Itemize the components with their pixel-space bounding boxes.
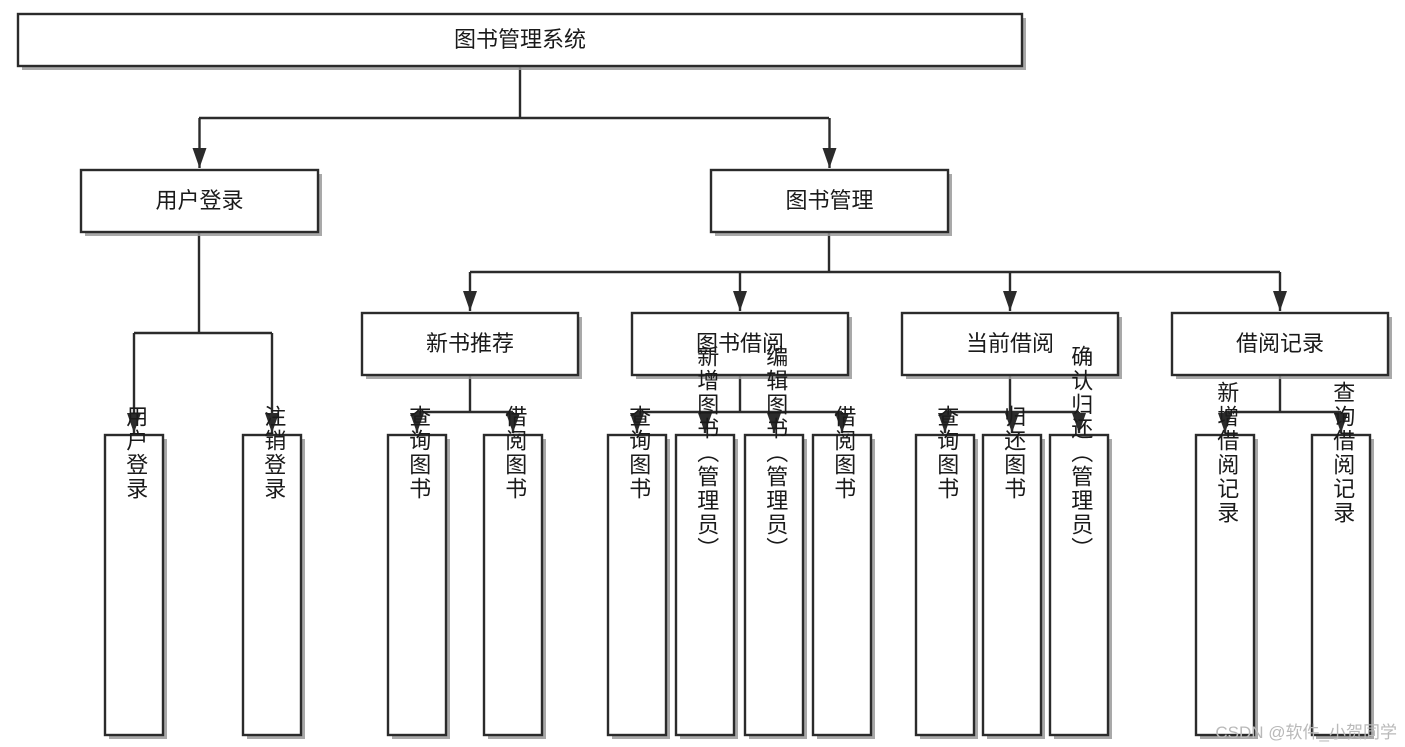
arrow-to-l3-borrow-record — [1273, 291, 1287, 311]
node-leaf-bb-edit-book[interactable]: 编辑图书（管理员） — [743, 345, 807, 739]
arrow-to-leaf-bb-edit-book — [767, 413, 781, 433]
node-leaf-br-add-record[interactable]: 新增借阅记录 — [1194, 381, 1258, 739]
node-label: 借阅图书 — [502, 405, 527, 501]
node-box[interactable] — [360, 311, 580, 377]
node-label: 用户登录 — [123, 405, 148, 501]
node-leaf-br-query-record[interactable]: 查询借阅记录 — [1310, 381, 1374, 739]
arrow-to-leaf-cb-confirm-return — [1072, 413, 1086, 433]
node-box[interactable] — [241, 433, 303, 737]
arrow-to-leaf-br-add-record — [1218, 413, 1232, 433]
node-box[interactable] — [1170, 311, 1390, 377]
node-label: 借阅图书 — [831, 405, 856, 501]
arrow-to-leaf-user-login — [127, 413, 141, 433]
node-box[interactable] — [103, 433, 165, 737]
node-leaf-bb-borrow-book[interactable]: 借阅图书 — [811, 405, 875, 739]
node-box[interactable] — [709, 168, 950, 234]
node-box[interactable] — [1048, 433, 1110, 737]
node-label: 用户登录 — [155, 188, 243, 213]
node-label: 查询图书 — [626, 405, 651, 501]
node-label: 新增图书（管理员） — [694, 345, 719, 561]
node-box[interactable] — [900, 311, 1120, 377]
node-leaf-cb-confirm-return[interactable]: 确认归还（管理员） — [1048, 345, 1112, 739]
node-label: 新书推荐 — [426, 331, 514, 356]
nodes-layer: 图书管理系统用户登录图书管理新书推荐图书借阅当前借阅借阅记录用户登录注销登录查询… — [16, 12, 1392, 739]
node-label: 编辑图书（管理员） — [763, 345, 788, 561]
node-root[interactable]: 图书管理系统 — [16, 12, 1026, 70]
node-leaf-bb-query-book[interactable]: 查询图书 — [606, 405, 670, 739]
arrow-to-leaf-br-query-record — [1334, 413, 1348, 433]
arrow-to-leaf-bb-borrow-book — [835, 413, 849, 433]
node-leaf-user-login[interactable]: 用户登录 — [103, 405, 167, 739]
arrow-to-leaf-rec-query-book — [410, 413, 424, 433]
node-leaf-bb-add-book[interactable]: 新增图书（管理员） — [674, 345, 738, 739]
node-box[interactable] — [482, 433, 544, 737]
node-l2-book-mgmt[interactable]: 图书管理 — [709, 168, 952, 236]
node-label: 图书借阅 — [696, 331, 784, 356]
node-box[interactable] — [914, 433, 976, 737]
edges-layer — [127, 66, 1348, 433]
node-box[interactable] — [1194, 433, 1256, 737]
arrow-to-l2-user-login — [192, 148, 207, 168]
node-box[interactable] — [674, 433, 736, 737]
node-label: 借阅记录 — [1236, 331, 1324, 356]
arrow-to-leaf-rec-borrow-book — [506, 413, 520, 433]
node-label: 图书管理 — [785, 188, 873, 213]
node-box[interactable] — [630, 311, 850, 377]
node-box[interactable] — [386, 433, 448, 737]
node-leaf-cb-return-book[interactable]: 归还图书 — [981, 405, 1045, 739]
node-label: 确认归还（管理员） — [1068, 345, 1093, 561]
node-l3-book-borrow[interactable]: 图书借阅 — [630, 311, 852, 379]
node-label: 当前借阅 — [966, 331, 1054, 356]
node-label: 归还图书 — [1001, 405, 1026, 501]
node-label: 注销登录 — [261, 405, 286, 501]
node-l3-current-borrow[interactable]: 当前借阅 — [900, 311, 1122, 379]
node-box[interactable] — [743, 433, 805, 737]
node-label: 图书管理系统 — [454, 27, 586, 52]
arrow-to-leaf-logout — [265, 413, 279, 433]
arrow-to-leaf-bb-add-book — [698, 413, 712, 433]
node-label: 新增借阅记录 — [1214, 381, 1239, 525]
node-box[interactable] — [606, 433, 668, 737]
node-box[interactable] — [16, 12, 1024, 68]
node-box[interactable] — [1310, 433, 1372, 737]
node-label: 查询图书 — [406, 405, 431, 501]
node-box[interactable] — [79, 168, 320, 234]
arrow-to-l3-current-borrow — [1003, 291, 1017, 311]
arrow-to-leaf-cb-return-book — [1005, 413, 1019, 433]
arrow-to-l3-new-book-rec — [463, 291, 477, 311]
node-l3-new-book-rec[interactable]: 新书推荐 — [360, 311, 582, 379]
node-box[interactable] — [981, 433, 1043, 737]
node-l2-user-login[interactable]: 用户登录 — [79, 168, 322, 236]
node-box[interactable] — [811, 433, 873, 737]
node-leaf-rec-borrow-book[interactable]: 借阅图书 — [482, 405, 546, 739]
node-leaf-rec-query-book[interactable]: 查询图书 — [386, 405, 450, 739]
node-label: 查询图书 — [934, 405, 959, 501]
arrow-to-l2-book-mgmt — [822, 148, 837, 168]
arrow-to-leaf-cb-query-book — [938, 413, 952, 433]
node-leaf-cb-query-book[interactable]: 查询图书 — [914, 405, 978, 739]
arrow-to-l3-book-borrow — [733, 291, 747, 311]
node-l3-borrow-record[interactable]: 借阅记录 — [1170, 311, 1392, 379]
node-label: 查询借阅记录 — [1330, 381, 1355, 525]
node-leaf-logout[interactable]: 注销登录 — [241, 405, 305, 739]
arrow-to-leaf-bb-query-book — [630, 413, 644, 433]
